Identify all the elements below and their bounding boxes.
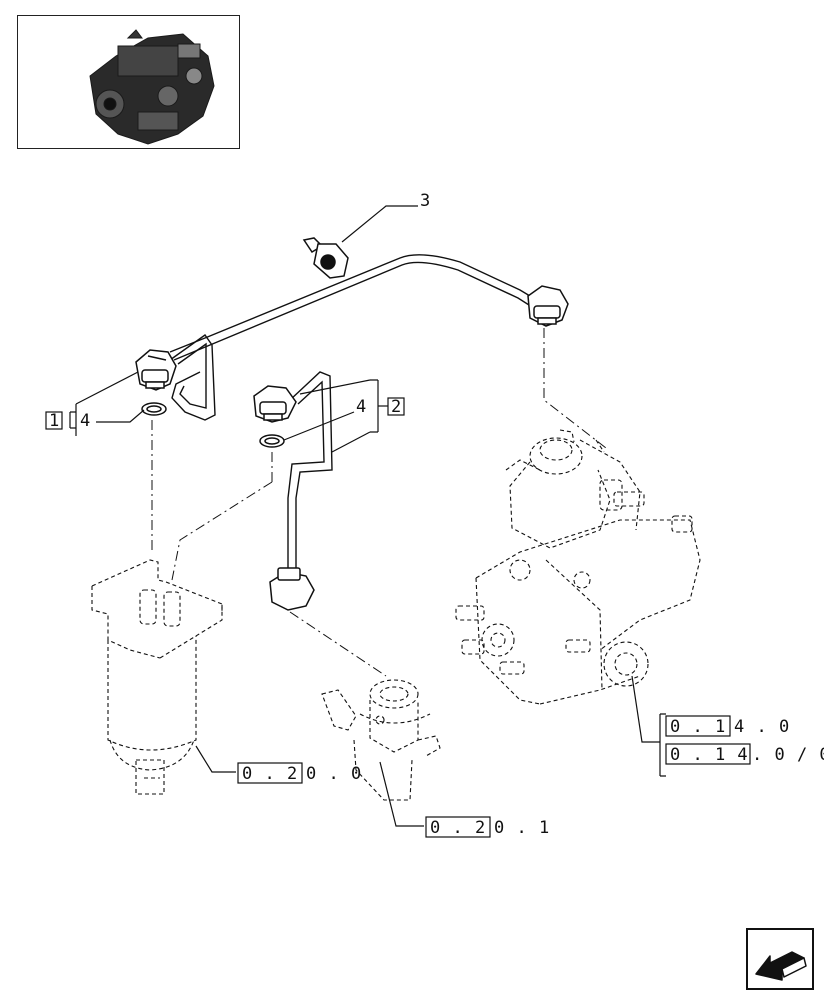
reference-injection-a-boxed: 0 . 1 <box>670 717 726 737</box>
group-2-box <box>387 397 405 416</box>
callout-part-4-left: 4 <box>80 411 90 431</box>
engine-thumbnail <box>17 15 240 149</box>
reference-filter-rest: 0 . 0 <box>306 764 362 784</box>
reference-filter[interactable]: 0 . 2 0 . 0 <box>237 762 362 784</box>
reference-lift-pump-box <box>425 816 491 838</box>
reference-lift-pump-rest: 0 . 1 <box>494 818 550 838</box>
reference-injection-a-box <box>665 715 731 737</box>
seal-washer-left <box>141 402 167 416</box>
banjo-fitting-lower <box>269 567 315 611</box>
fuel-pipe-upper <box>169 254 546 421</box>
fuel-pipe-lower <box>287 371 333 570</box>
reference-lift-pump[interactable]: 0 . 2 0 . 1 <box>425 816 550 838</box>
callout-group-2: 2 <box>391 397 401 417</box>
reference-injection-b-box <box>665 743 751 765</box>
fuel-filter-phantom <box>91 559 223 795</box>
callout-group-1: 1 <box>49 411 59 431</box>
previous-page-arrow-icon <box>755 951 807 981</box>
banjo-fitting-right <box>527 285 569 327</box>
reference-lift-pump-boxed: 0 . 2 <box>430 818 486 838</box>
assembly-center-lines <box>151 328 607 677</box>
leader-lines <box>69 205 666 827</box>
reference-injection-b-rest: . 0 / 0 <box>752 745 824 765</box>
lift-pump-phantom <box>321 679 441 801</box>
callout-part-3: 3 <box>420 191 430 211</box>
seal-washer-right <box>259 434 285 448</box>
banjo-fitting-left <box>135 349 177 391</box>
reference-injection-a-rest: 4 . 0 <box>734 717 790 737</box>
injection-pump-phantom <box>455 429 701 705</box>
callout-part-4-right: 4 <box>356 397 366 417</box>
reference-filter-boxed: 0 . 2 <box>242 764 298 784</box>
previous-page-button[interactable] <box>746 928 814 990</box>
reference-injection-pump-b[interactable]: 0 . 1 4 . 0 / 0 <box>665 743 824 765</box>
banjo-fitting-middle <box>253 385 297 423</box>
plug-cap-part-3 <box>302 237 349 279</box>
reference-injection-b-boxed: 0 . 1 4 <box>670 745 749 765</box>
group-1-box <box>45 411 63 430</box>
engine-thumbnail-icon <box>89 29 215 145</box>
reference-injection-pump-a[interactable]: 0 . 1 4 . 0 <box>665 715 790 737</box>
reference-filter-box <box>237 762 303 784</box>
